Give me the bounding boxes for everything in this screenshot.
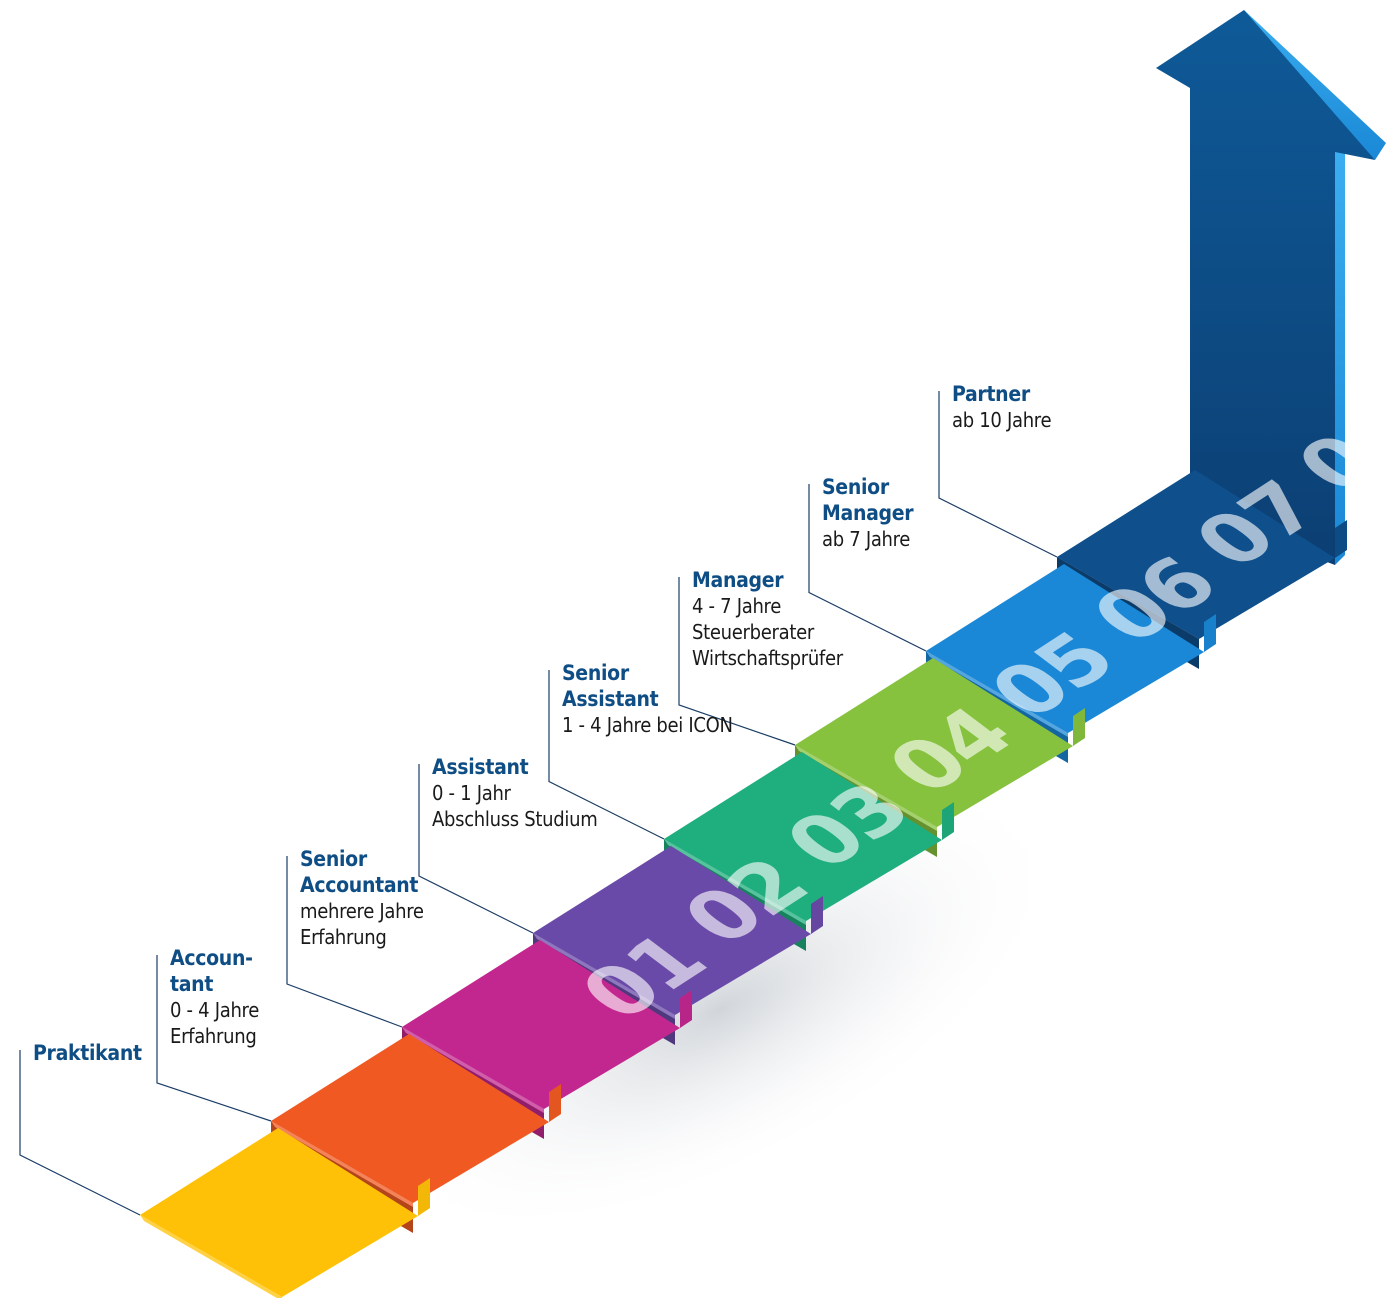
step-edge-highlight — [926, 651, 1068, 737]
step-side-face — [549, 1084, 561, 1122]
role-detail: 0 - 4 Jahre — [170, 998, 259, 1022]
step-edge-highlight — [664, 839, 806, 925]
leader-lines — [19, 391, 1058, 1216]
leader-line-07 — [808, 484, 927, 652]
step-side-face — [811, 896, 823, 934]
step-top-face — [402, 940, 680, 1109]
role-detail: 4 - 7 Jahre — [692, 594, 781, 618]
leader-line-04 — [418, 764, 534, 934]
role-title: Senior — [822, 475, 889, 499]
step-edge-highlight — [271, 1121, 413, 1207]
role-title: Manager — [822, 501, 914, 525]
step-top-face — [795, 658, 1073, 827]
role-detail: 0 - 1 Jahr — [432, 781, 511, 805]
role-title: Senior — [562, 661, 629, 685]
step-side-face — [942, 802, 954, 840]
step-side-face — [418, 1178, 430, 1216]
role-title: Praktikant — [33, 1041, 142, 1065]
leader-line-05 — [548, 670, 665, 840]
role-detail: Erfahrung — [300, 925, 387, 949]
role-title: Assistant — [432, 755, 529, 779]
leader-line-01 — [19, 1050, 141, 1216]
growth-arrow — [1156, 10, 1386, 565]
role-detail: mehrere Jahre — [300, 899, 424, 923]
step-edge-highlight — [533, 933, 675, 1019]
leader-line-03 — [286, 856, 403, 1028]
role-title: Manager — [692, 568, 784, 592]
label-step-01: Praktikant — [33, 1040, 142, 1066]
leader-line-06 — [678, 577, 796, 746]
step-side-face — [1204, 614, 1216, 652]
role-title: Assistant — [562, 687, 659, 711]
role-detail: ab 10 Jahre — [952, 408, 1052, 432]
step-top-face — [533, 846, 811, 1015]
leader-line-02 — [156, 955, 272, 1122]
step-side-face — [1073, 708, 1085, 746]
role-detail: Wirtschaftsprüfer — [692, 646, 843, 670]
step-side-face — [1335, 520, 1347, 558]
role-detail: ab 7 Jahre — [822, 527, 911, 551]
role-detail: Abschluss Studium — [432, 807, 598, 831]
step-top-face — [140, 1128, 418, 1297]
role-detail: 1 - 4 Jahre bei ICON — [562, 713, 733, 737]
step-edge-highlight — [795, 745, 937, 831]
step-top-face — [1057, 470, 1335, 639]
step-edge-highlight — [140, 1215, 282, 1298]
step-side-face — [680, 990, 692, 1028]
role-title: Partner — [952, 382, 1030, 406]
arrow-side-face — [1335, 152, 1345, 565]
role-title: Accountant — [300, 873, 419, 897]
role-detail: Erfahrung — [170, 1024, 257, 1048]
floor-shadow — [376, 782, 1064, 1238]
role-title: Accoun- — [170, 946, 253, 970]
leader-line-08 — [938, 391, 1058, 558]
step-top-face — [271, 1034, 549, 1203]
arrow-body — [1156, 10, 1375, 565]
role-title: tant — [170, 972, 214, 996]
step-top-face — [926, 564, 1204, 733]
role-title: Senior — [300, 847, 367, 871]
step-top-face — [664, 752, 942, 921]
role-detail: Steuerberater — [692, 620, 814, 644]
step-edge-highlight — [402, 1027, 544, 1113]
